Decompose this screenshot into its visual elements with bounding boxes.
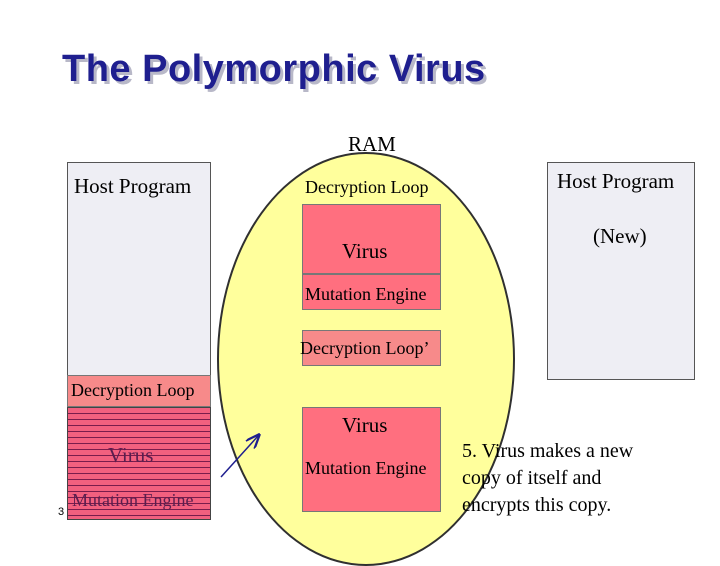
- step-note-line: 5. Virus makes a new: [462, 440, 634, 462]
- ram-mutation-engine-label: Mutation Engine: [305, 284, 427, 304]
- left-encrypted-mutation-engine-label: Mutation Engine: [72, 490, 194, 510]
- new-decryption-loop-block: [302, 330, 441, 366]
- ram-decryption-loop-label: Decryption Loop: [305, 177, 429, 197]
- new-decryption-loop-label: Decryption Loop’: [300, 338, 430, 358]
- left-encrypted-virus-label: Virus: [108, 443, 154, 467]
- slide-title: The Polymorphic Virus: [62, 48, 486, 90]
- left-decryption-loop-label: Decryption Loop: [71, 380, 195, 400]
- ram-virus-block: [302, 204, 441, 274]
- new-host-program-label: Host Program: [557, 169, 675, 193]
- step-note-line: copy of itself and: [462, 467, 602, 489]
- left-encrypted-virus-block: [67, 407, 211, 520]
- ram-label: RAM: [348, 132, 396, 156]
- virus-copy-block: [302, 407, 441, 512]
- ram-virus-label: Virus: [342, 239, 388, 263]
- virus-copy-label: Virus: [342, 413, 388, 437]
- host-program-box: [67, 162, 211, 406]
- new-host-program-box: [547, 162, 695, 380]
- ram-mutation-engine-block: [302, 274, 441, 310]
- step-note: 5. Virus makes a new copy of itself and …: [462, 438, 633, 519]
- left-decryption-loop-block: [67, 375, 211, 407]
- slide-number: 3: [58, 506, 65, 518]
- copy-arrow-icon: [220, 430, 264, 478]
- step-note-line: encrypts this copy.: [462, 494, 612, 516]
- host-program-label: Host Program: [74, 174, 192, 198]
- mutation-engine-copy-label: Mutation Engine: [305, 458, 427, 478]
- new-host-tag: (New): [593, 224, 647, 248]
